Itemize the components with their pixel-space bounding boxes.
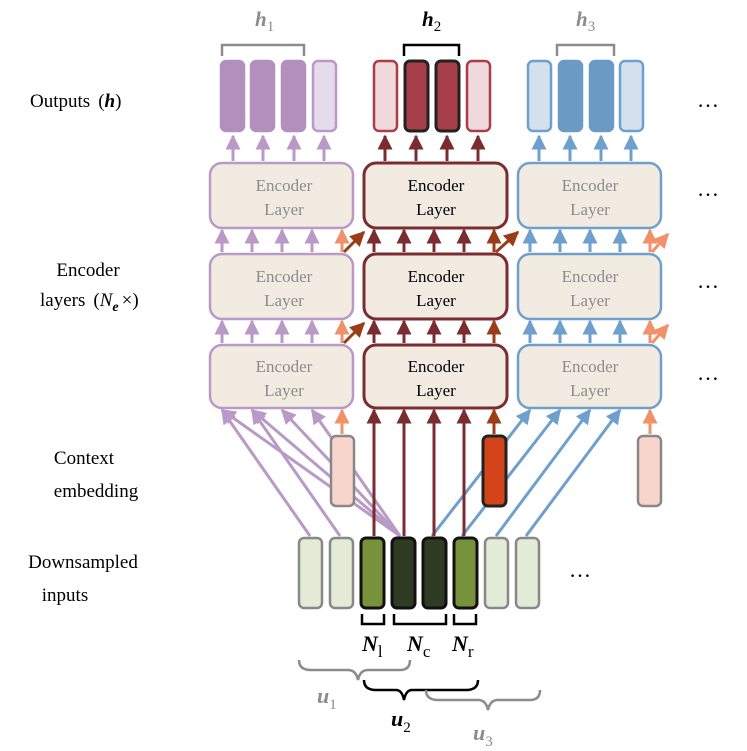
encoder-layer-text: Layer <box>264 200 304 219</box>
n-left-label: Nl <box>361 631 383 661</box>
ellipsis-layer-bottom: … <box>697 360 719 385</box>
encoder-layer-text: Encoder <box>562 357 619 376</box>
output-block <box>280 59 307 133</box>
input-frame <box>421 536 448 610</box>
encoder-layer-chunk2-mid <box>362 252 509 321</box>
inter-layer-connections <box>214 134 670 345</box>
output-blocks <box>219 59 645 133</box>
encoder-layer-chunk1-top <box>208 161 355 230</box>
output-block <box>403 59 430 133</box>
input-frame <box>514 536 541 610</box>
input-frame <box>452 536 479 610</box>
encoder-layer-text: Layer <box>264 291 304 310</box>
ellipsis-layer-mid: … <box>697 268 719 293</box>
encoder-layer-text: Layer <box>264 381 304 400</box>
encoder-layer-chunk2-bottom <box>362 343 509 410</box>
downsampled-label-line1: Downsampled <box>28 552 138 573</box>
output-block <box>557 59 584 133</box>
encoder-layer-text: Encoder <box>408 357 465 376</box>
ellipsis-outputs: … <box>697 87 719 112</box>
encoder-layer-chunk2-top <box>362 161 509 230</box>
encoder-layer-text: Encoder <box>256 267 313 286</box>
output-block <box>465 59 492 133</box>
encoder-layer-text: Encoder <box>562 267 619 286</box>
u1-label: u1 <box>317 683 337 713</box>
n-center-label: Nc <box>406 631 431 661</box>
input-frame <box>328 536 355 610</box>
input-frame <box>297 536 324 610</box>
encoder-layer-text: Layer <box>570 291 610 310</box>
output-block <box>311 59 338 133</box>
output-brackets <box>220 43 616 56</box>
output-block <box>372 59 399 133</box>
context-label-line2: embedding <box>54 481 139 502</box>
encoder-layer-text: Layer <box>570 200 610 219</box>
context-embeddings <box>329 434 663 508</box>
output-block <box>618 59 645 133</box>
n-brackets <box>360 614 478 626</box>
context-embedding-3 <box>636 434 663 508</box>
u3-label: u3 <box>473 720 493 750</box>
downsampled-inputs <box>297 536 541 610</box>
encoder-layers-label-line2: layers(Ne×) <box>40 290 139 315</box>
encoder-layer-text: Encoder <box>562 176 619 195</box>
encoder-layer-text: Layer <box>416 291 456 310</box>
context-embedding-2 <box>481 434 508 508</box>
u-braces <box>297 659 542 711</box>
encoder-layer-text: Encoder <box>408 267 465 286</box>
encoder-layer-text: Layer <box>416 200 456 219</box>
encoder-layer-chunk3-top <box>516 161 663 230</box>
encoder-layer-chunk3-mid <box>516 252 663 321</box>
output-block <box>526 59 553 133</box>
n-right-label: Nr <box>451 631 474 661</box>
ellipsis-inputs: … <box>569 557 591 582</box>
downsampled-label-line2: inputs <box>42 585 88 606</box>
input-frame <box>390 536 417 610</box>
output-block <box>588 59 615 133</box>
outputs-label: Outputs(h) <box>30 91 121 112</box>
context-embedding-1 <box>329 434 356 508</box>
output-block <box>219 59 246 133</box>
h3-label: h3 <box>576 7 595 35</box>
u2-label: u2 <box>391 706 411 736</box>
h2-label: h2 <box>422 7 441 35</box>
input-connections <box>220 408 658 538</box>
encoder-layer-chunk1-mid <box>208 252 355 321</box>
input-frame <box>483 536 510 610</box>
encoder-layer-text: Layer <box>416 381 456 400</box>
encoder-layer-chunk1-bottom <box>208 343 355 410</box>
context-label-line1: Context <box>54 448 115 469</box>
h1-label: h1 <box>255 7 274 35</box>
ellipsis-layer-top: … <box>697 176 719 201</box>
encoder-layer-text: Layer <box>570 381 610 400</box>
output-block <box>249 59 276 133</box>
encoder-layer-chunk3-bottom <box>516 343 663 410</box>
input-frame <box>359 536 386 610</box>
output-block <box>434 59 461 133</box>
encoder-layers <box>208 161 663 410</box>
encoder-layer-text: Encoder <box>408 176 465 195</box>
encoder-layers-label-line1: Encoder <box>56 260 120 281</box>
encoder-layer-text: Encoder <box>256 357 313 376</box>
encoder-layer-text: Encoder <box>256 176 313 195</box>
